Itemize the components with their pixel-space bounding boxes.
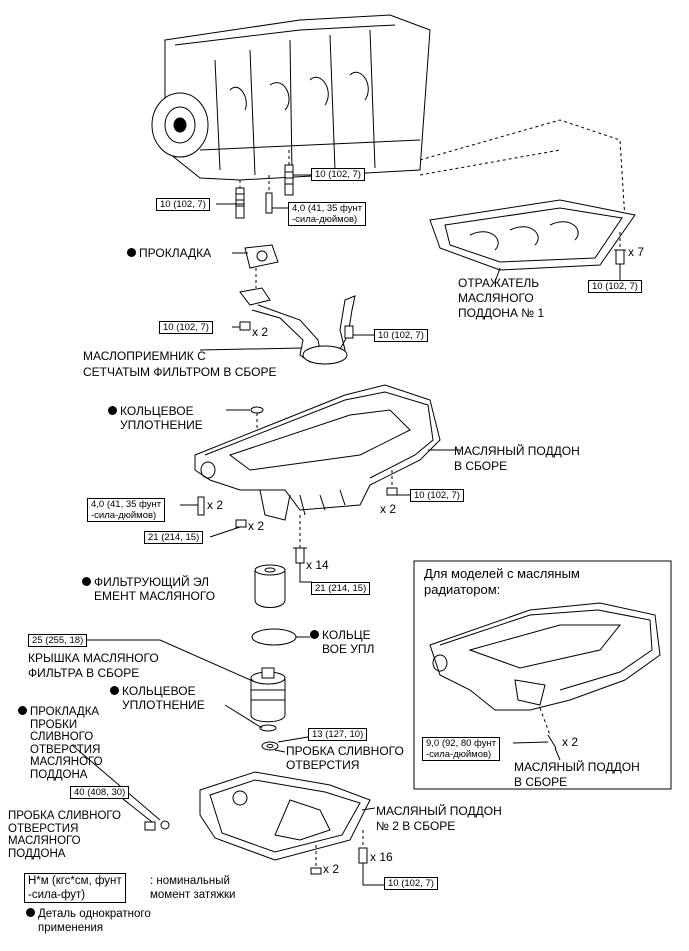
- torque-box: 21 (214, 15): [144, 531, 204, 544]
- torque-box: 10 (102, 7): [311, 168, 365, 181]
- torque-box: 4,0 (41, 35 фунт -сила-дюймов): [87, 498, 166, 522]
- leader-oil-pan2: [361, 807, 376, 811]
- torque-box: 10 (102, 7): [156, 198, 210, 211]
- oring-ring-label: КОЛЬЦЕ ВОЕ УПЛ: [310, 628, 374, 656]
- leader-t10: [299, 563, 312, 583]
- oil-pan-label: МАСЛЯНЫЙ ПОДДОН В СБОРЕ: [454, 444, 580, 473]
- torque-box: 10 (102, 7): [384, 877, 438, 890]
- single-use-bullet: [110, 686, 119, 695]
- baffle-plate-drawing: [429, 199, 636, 271]
- leader-oring2: [224, 704, 263, 729]
- cooler-bolt-drawing: [539, 707, 557, 749]
- filter-element-label: ФИЛЬТРУЮЩИЙ ЭЛ ЕМЕНТ МАСЛЯНОГО: [82, 575, 215, 603]
- legend-single-use: Деталь однократного применения: [26, 907, 151, 935]
- gasket-label: ПРОКЛАДКА: [127, 246, 211, 260]
- torque-box: 10 (102, 7): [410, 489, 464, 502]
- leader-plug-gasket: [71, 744, 161, 821]
- oring2-label: КОЛЬЦЕВОЕ УПЛОТНЕНИЕ: [110, 684, 205, 712]
- single-use-bullet: [310, 630, 319, 639]
- leader-strainer: [199, 347, 303, 351]
- quantity-label: x 2: [248, 519, 265, 533]
- torque-box: 25 (255, 18): [28, 634, 88, 647]
- single-use-bullet: [108, 406, 117, 415]
- leader-t12: [277, 736, 309, 743]
- plug-gasket-label: ПРОКЛАДКА ПРОБКИ СЛИВНОГО ОТВЕРСТИЯ МАСЛ…: [18, 706, 103, 781]
- single-use-bullet: [18, 706, 27, 715]
- drain-plug-label: ПРОБКА СЛИВНОГО ОТВЕРСТИЯ: [286, 744, 404, 772]
- torque-box: 10 (102, 7): [374, 329, 428, 342]
- leader-drain-center: [274, 749, 286, 753]
- strainer-bolts-drawing: [239, 321, 354, 339]
- oil-pan2-label: МАСЛЯНЫЙ ПОДДОН № 2 В СБОРЕ: [376, 804, 502, 833]
- single-use-bullet: [26, 908, 35, 917]
- torque-box: 9,0 (92, 80 фунт -сила-дюймов): [422, 737, 501, 761]
- drain-plug-drawing: [261, 741, 279, 751]
- gasket-drawing: [244, 244, 279, 269]
- baffle-label: ОТРАЖАТЕЛЬ МАСЛЯНОГО ПОДДОНА № 1: [458, 276, 545, 320]
- filter-cap-drawing: [250, 667, 286, 723]
- legend-unit-description: : номинальный момент затяжки: [150, 875, 236, 901]
- quantity-label: x 14: [306, 558, 329, 572]
- single-use-bullet: [82, 577, 91, 586]
- torque-box: 10 (102, 7): [159, 321, 213, 334]
- inset-frame: [413, 560, 672, 790]
- oring1-drawing: [250, 406, 264, 414]
- leader-baffle: [494, 267, 501, 283]
- quantity-label: x 2: [252, 325, 269, 339]
- torque-box: 10 (102, 7): [588, 280, 642, 293]
- drain-plug-left-drawing: [144, 820, 170, 831]
- quantity-label: x 2: [562, 735, 579, 749]
- quantity-label: x 2: [207, 498, 224, 512]
- legend-unit-box: Н*м (кгс*см, фунт -сила-фут): [24, 873, 126, 903]
- quantity-label: x 2: [380, 502, 397, 516]
- torque-box: 13 (127, 10): [308, 728, 368, 741]
- torque-box: 4,0 (41, 35 фунт -сила-дюймов): [288, 202, 367, 226]
- torque-box: 40 (408, 30): [70, 786, 130, 799]
- single-use-bullet: [127, 248, 136, 257]
- oil-pan-drawing: [194, 384, 441, 521]
- filter-cap-label: КРЫШКА МАСЛЯНОГО ФИЛЬТРА В СБОРЕ: [28, 651, 159, 680]
- pan-bolts-drawing: [197, 470, 398, 564]
- pan2-bolts-drawing: [310, 830, 384, 886]
- engine-block-drawing: [151, 14, 431, 181]
- cooler-models-title: Для моделей с масляным радиатором:: [424, 566, 580, 597]
- leader-t9: [209, 526, 241, 538]
- quantity-label: x 7: [628, 245, 645, 259]
- leader-t14: [512, 741, 549, 744]
- quantity-label: x 2: [323, 862, 340, 876]
- quantity-label: x 16: [370, 850, 393, 864]
- drain-plug-left-label: ПРОБКА СЛИВНОГО ОТВЕРСТИЯ МАСЛЯНОГО ПОДД…: [8, 810, 121, 860]
- oil-pan2-drawing: [199, 771, 371, 861]
- filter-element-drawing: [254, 564, 286, 608]
- cooler-pan-label: МАСЛЯНЫЙ ПОДДОН В СБОРЕ: [514, 760, 640, 789]
- leader-cooler-pan: [554, 747, 561, 761]
- torque-box: 21 (214, 15): [311, 582, 371, 595]
- oring1-label: КОЛЬЦЕВОЕ УПЛОТНЕНИЕ: [108, 404, 203, 432]
- strainer-label: МАСЛОПРИЕМНИК С СЕТЧАТЫМ ФИЛЬТРОМ В СБОР…: [83, 349, 277, 379]
- oring-ring-drawing: [251, 628, 297, 646]
- baffle-bolt-drawing: [614, 232, 626, 282]
- oring2-drawing: [259, 724, 277, 732]
- block-dashed-leaders: [239, 119, 626, 221]
- cooler-pan-drawing: [429, 602, 661, 711]
- strainer-drawing: [239, 287, 356, 365]
